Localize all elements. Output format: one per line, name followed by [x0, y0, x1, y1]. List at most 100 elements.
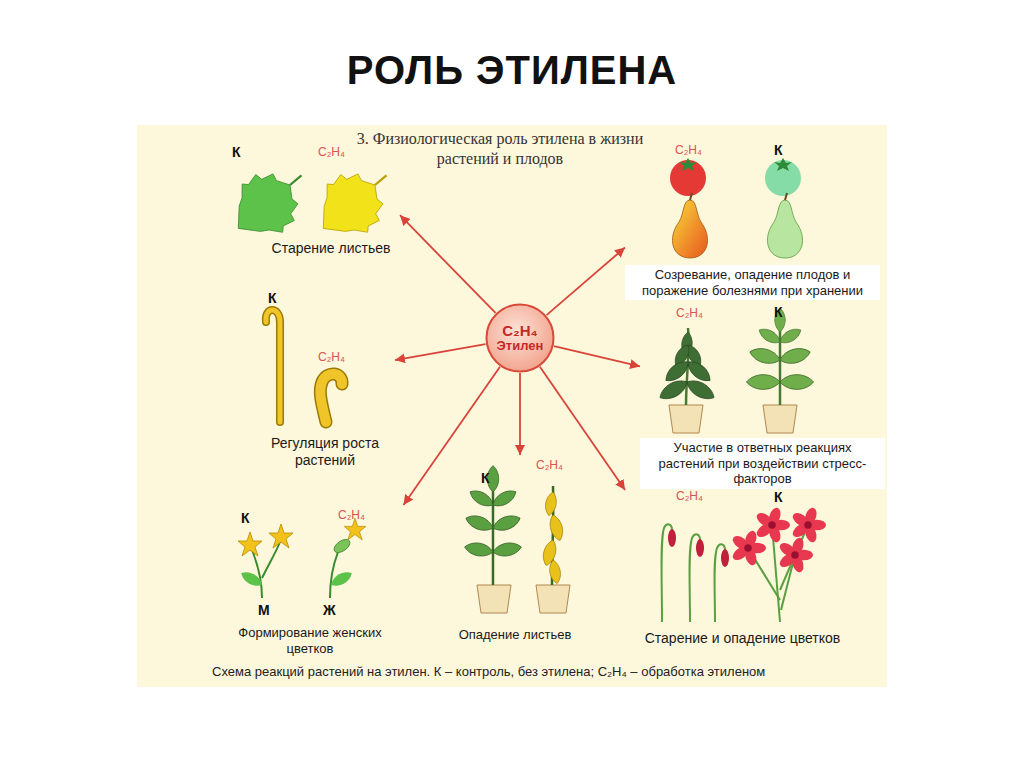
- leaf-aging-part: [218, 151, 322, 252]
- control-mark: К: [774, 304, 783, 320]
- center-name: Этилен: [497, 339, 544, 354]
- stress-plants-part-part: [746, 375, 780, 390]
- leaf-fall-plants-part-part: [548, 559, 563, 584]
- stress-plants-part: [657, 332, 718, 404]
- flower-aging-part: [721, 549, 729, 567]
- female-flowers: [238, 518, 366, 598]
- flower-aging-part: [668, 529, 676, 547]
- growth-seedlings-part: [266, 310, 280, 422]
- treatment-mark: C₂H₄: [676, 306, 703, 320]
- fruit-ripening-part: [767, 200, 802, 258]
- arrow-line: [395, 344, 486, 360]
- stress-plants-part-part: [684, 376, 718, 403]
- arrow-line: [554, 346, 640, 366]
- control-mark: К: [241, 510, 250, 526]
- label-anchor: C₂H₄: [318, 145, 345, 159]
- control-mark: К: [268, 290, 277, 306]
- effect-label: Старение и опадение цветков: [615, 630, 870, 647]
- slide-title: РОЛЬ ЭТИЛЕНА: [0, 48, 1024, 93]
- effect-group: Формирование женских цветков: [210, 505, 410, 662]
- effect-label: Формирование женских цветков: [230, 625, 390, 656]
- arrow-line: [400, 215, 496, 313]
- caption-anchor: Схема реакций растений на этилен. К – ко…: [212, 664, 882, 680]
- leaf-aging-part-part: [375, 175, 386, 185]
- stress-plants-part-part: [748, 345, 782, 366]
- flower-aging-part: [696, 539, 704, 557]
- effect-group: Опадение листьев: [440, 455, 590, 650]
- female-flowers-part: [269, 524, 293, 548]
- control-mark: К: [481, 470, 490, 486]
- leaf-aging-part-part: [290, 175, 301, 185]
- flower-aging-part: [730, 529, 766, 566]
- stress-plants-part-part: [757, 325, 783, 346]
- label-anchor: К: [481, 470, 490, 486]
- label-anchor: C₂H₄: [676, 306, 703, 320]
- stress-plants-part-part: [778, 345, 812, 366]
- leaf-fall-plants-part-part: [491, 512, 522, 534]
- leaf-fall-plants-part: [464, 466, 523, 559]
- panel-ground: [137, 125, 887, 687]
- female-flowers-part: [262, 542, 280, 578]
- stress-plants-part-part: [657, 376, 691, 403]
- circle-shape: [487, 305, 554, 372]
- stress-plants-part: [763, 405, 797, 433]
- flower-aging-part: [790, 506, 826, 543]
- leaf-aging-part: [303, 151, 407, 252]
- label-anchor: К: [774, 304, 783, 320]
- label-anchor: C₂H₄: [338, 508, 365, 522]
- control-mark: К: [232, 144, 241, 160]
- female-flowers-part: [238, 532, 262, 556]
- stress-plants-part-part: [777, 325, 803, 346]
- treatment-mark: C₂H₄: [536, 458, 563, 472]
- effect-group: Созревание, опадение плодов и поражение …: [625, 140, 880, 306]
- female-flowers-part: [252, 550, 262, 598]
- growth-seedlings-part: [320, 374, 342, 422]
- leaf-aging: [218, 151, 407, 252]
- label-anchor: Ж: [323, 602, 336, 618]
- label-anchor: К: [774, 489, 783, 505]
- control-mark: К: [774, 489, 783, 505]
- label-anchor: C₂H₄: [318, 350, 345, 364]
- effect-group: Регуляция роста растений: [255, 285, 395, 478]
- female-flowers-part: [330, 552, 338, 598]
- flower-aging-part: [662, 524, 726, 622]
- label-anchor: К: [241, 510, 250, 526]
- leaf-fall-plants-part: [541, 491, 566, 584]
- leaf-fall-plants: [464, 466, 570, 613]
- label-anchor: М: [258, 602, 270, 618]
- treatment-mark: C₂H₄: [676, 489, 703, 503]
- effect-label: Опадение листьев: [440, 627, 590, 643]
- stress-plants-part-part: [780, 375, 814, 390]
- arrow-line: [547, 247, 625, 315]
- leaf-fall-plants-part: [536, 585, 570, 613]
- flower-aging-part: [777, 536, 813, 573]
- label-anchor: C₂H₄: [536, 458, 563, 472]
- formula-text: C₂H₄: [502, 322, 537, 339]
- figure-caption: Схема реакций растений на этилен. К – ко…: [212, 664, 882, 680]
- flower-aging-part: [754, 506, 790, 543]
- title-anchor: РОЛЬ ЭТИЛЕНА: [0, 48, 1024, 93]
- fruit-ripening-part: [672, 200, 707, 258]
- stress-plants-part: [669, 405, 703, 433]
- leaf-fall-plants-part-part: [467, 487, 496, 510]
- female-flowers-part: [239, 568, 265, 589]
- label-anchor: C₂H₄: [676, 489, 703, 503]
- leaf-fall-plants-part-part: [544, 491, 559, 516]
- effect-group: Старение и опадение цветков: [615, 490, 870, 658]
- leaf-fall-plants-part-part: [492, 541, 523, 558]
- treatment-mark: C₂H₄: [338, 508, 365, 522]
- fruit-ripening-part: [679, 158, 697, 171]
- fruit-ripening: [670, 158, 803, 258]
- label-anchor: C₂H₄: [675, 143, 702, 157]
- fruit-ripening-part: [774, 158, 792, 171]
- label-anchor: К: [268, 290, 277, 306]
- leaf-aging-part-part: [218, 161, 310, 253]
- fruit-ripening-part: [690, 193, 692, 200]
- label-anchor: 3. Физиологическая роль этилена в жизни …: [355, 129, 645, 169]
- arrow-line: [519, 373, 521, 455]
- treatment-mark: C₂H₄: [675, 143, 702, 157]
- stress-plants-part: [746, 308, 813, 389]
- ethylene-circle: C₂H₄Этилен: [485, 303, 555, 373]
